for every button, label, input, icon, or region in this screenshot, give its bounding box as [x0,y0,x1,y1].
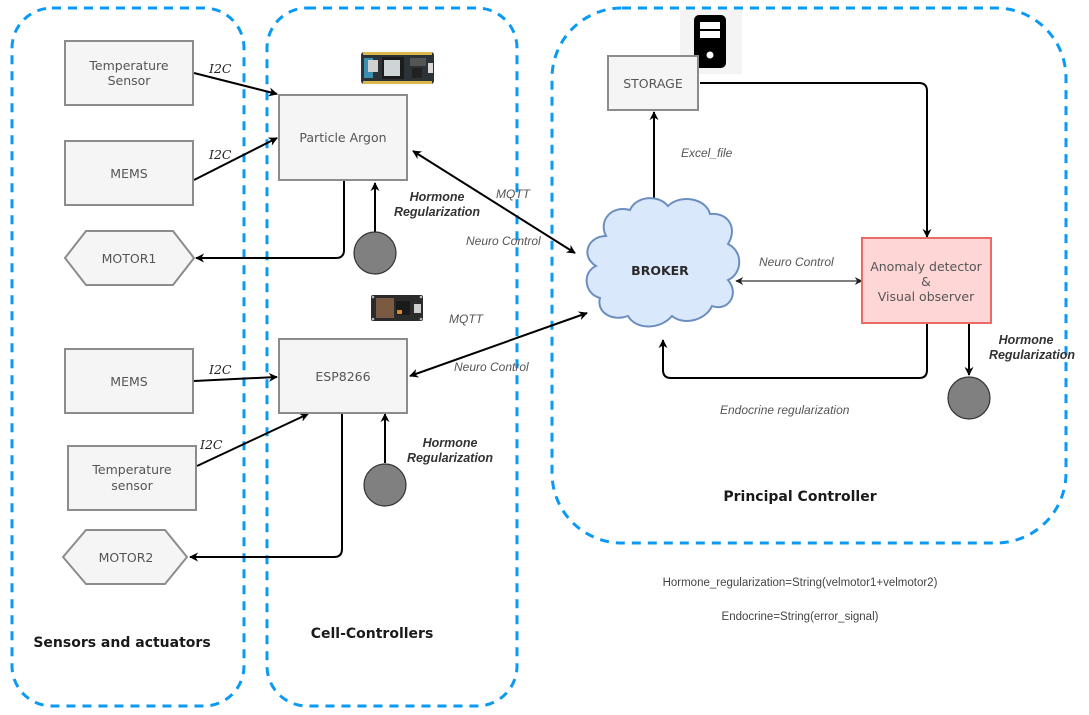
node-label: Anomaly detector [870,259,982,274]
edge-label-hormone: Regularization [394,205,480,219]
edge-label-hormone: Hormone [999,333,1054,347]
particle-argon-board-icon [361,52,434,84]
node-mems-1[interactable]: MEMS [64,140,194,206]
node-label: STORAGE [623,76,683,91]
hormone-node-argon[interactable] [353,231,397,275]
edge-mqtt-esp-broker [409,311,588,378]
edge-label-mqtt: MQTT [496,187,532,201]
node-label: sensor [111,478,153,493]
edge-i2c-temp2 [196,413,309,467]
edge-esp-motor2 [189,413,343,562]
hormone-node-esp[interactable] [363,463,407,507]
note-hormone-formula: Hormone_regularization=String(velmotor1+… [663,577,938,589]
edge-label-hormone: Hormone [410,190,465,204]
edge-label-endocrine: Endocrine regularization [720,403,850,417]
group-title-cells: Cell-Controllers [311,626,434,642]
edge-label-i2c: I2C [208,362,232,377]
node-label: MOTOR1 [102,251,157,266]
hormone-node-principal[interactable] [947,376,991,420]
node-label: Temperature [91,462,171,477]
edge-label-excel-file: Excel_file [681,146,733,160]
node-label: MOTOR2 [99,550,154,565]
group-title-sensors: Sensors and actuators [33,635,210,651]
node-storage[interactable]: STORAGE [607,55,699,111]
edge-label-i2c: I2C [208,61,232,76]
edge-endocrine [658,323,928,379]
node-temperature-sensor-2[interactable]: Temperature sensor [67,445,197,511]
node-label: Particle Argon [299,130,386,145]
edge-i2c-mems1 [193,137,278,181]
group-title-principal: Principal Controller [723,489,876,505]
edge-label-i2c: I2C [199,437,223,452]
edge-label-i2c: I2C [208,147,232,162]
node-label: ESP8266 [315,369,370,384]
edge-label-neuro-control: Neuro Control [759,255,834,269]
node-label: Temperature [88,58,168,73]
edge-i2c-temp1 [193,72,278,97]
node-anomaly-detector[interactable]: Anomaly detector & Visual observer [861,237,992,324]
edge-argon-motor1 [195,180,345,263]
node-broker[interactable]: BROKER [585,197,741,328]
node-esp8266[interactable]: ESP8266 [278,338,408,414]
esp8266-board-icon [371,295,423,321]
edge-label-hormone: Hormone [423,436,478,450]
node-label: BROKER [631,263,689,278]
edge-label-hormone: Regularization [989,348,1075,362]
node-label: MEMS [110,374,147,389]
edge-label-mqtt: MQTT [449,312,485,326]
node-particle-argon[interactable]: Particle Argon [278,94,408,181]
edge-mqtt-argon-broker [412,150,576,254]
edge-i2c-mems2 [193,372,278,382]
edge-label-neuro-control: Neuro Control [454,360,529,374]
edge-label-hormone: Regularization [407,451,493,465]
node-label: Sensor [108,73,152,88]
group-cell-controllers [265,6,519,708]
node-label: Visual observer [878,289,975,304]
node-temperature-sensor-1[interactable]: Temperature Sensor [64,40,194,106]
node-motor1[interactable]: MOTOR1 [63,230,196,286]
node-motor2[interactable]: MOTOR2 [61,529,189,585]
group-principal-controller [550,6,1068,545]
node-label: MEMS [110,166,147,181]
node-mems-2[interactable]: MEMS [64,348,194,414]
edge-storage-anomaly [700,82,932,238]
note-endocrine-formula: Endocrine=String(error_signal) [722,611,879,623]
node-label: & [921,274,931,289]
edge-label-neuro-control: Neuro Control [466,234,541,248]
